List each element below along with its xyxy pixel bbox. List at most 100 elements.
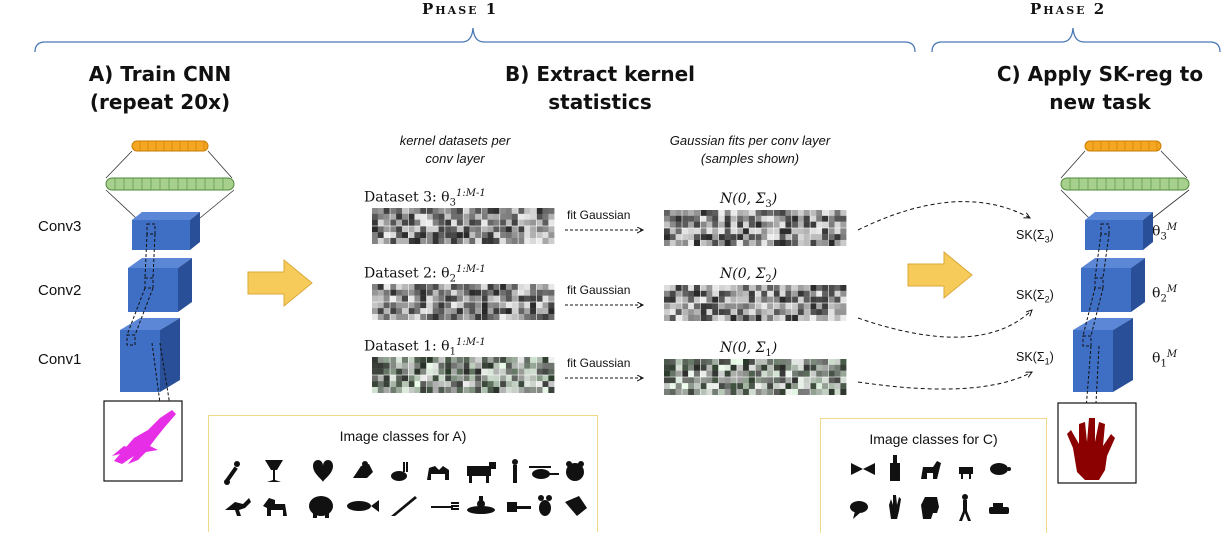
dog-icon	[263, 498, 287, 516]
kernel-patch	[390, 375, 408, 393]
kernel-patch	[500, 226, 518, 244]
kernel-patch	[700, 377, 719, 395]
kernel-patch	[372, 357, 390, 375]
cnn-diagram-c	[1057, 140, 1190, 484]
kernel-patch	[755, 377, 774, 395]
kernel-patch	[536, 226, 555, 244]
kernel-patch	[445, 284, 463, 302]
conv1-label: Conv1	[38, 351, 82, 368]
kernel-patch	[445, 226, 463, 244]
kernel-patch	[372, 302, 390, 320]
kernel-patch	[426, 357, 445, 375]
speech-bubble-icon	[850, 501, 868, 519]
kernel-patch	[481, 375, 500, 393]
kernel-patch	[390, 302, 408, 320]
kernel-patch	[773, 285, 792, 303]
cattle-icon	[959, 467, 973, 479]
kernel-patch	[463, 357, 482, 375]
gaussian-2-label: N(0, Σ2)	[720, 266, 778, 285]
kernel-grid-dataset-1	[372, 357, 556, 398]
theta-3-label: θ3M	[1152, 222, 1178, 243]
kernel-patch	[700, 359, 719, 377]
kernel-patch	[810, 303, 829, 321]
kernel-patch	[682, 285, 700, 303]
theta-2-label: θ2M	[1152, 284, 1178, 305]
kernel-patch	[718, 210, 737, 228]
gaussian-1-label: N(0, Σ1)	[720, 340, 778, 359]
kernel-patch	[372, 375, 390, 393]
kernel-patch	[828, 210, 847, 228]
kernel-patch	[773, 359, 792, 377]
kernel-patch	[518, 302, 537, 320]
sk-1-label: SK(Σ1)	[1016, 350, 1054, 367]
kernel-patch	[372, 284, 390, 302]
ufo-icon	[467, 496, 495, 514]
kernel-patch	[773, 228, 792, 246]
kernel-patch	[828, 303, 847, 321]
kernel-patch	[792, 377, 810, 395]
conv1-block-c	[1073, 318, 1133, 392]
output-layer-nodes-c	[1084, 140, 1162, 152]
kernel-patch	[737, 285, 755, 303]
kernel-patch	[445, 357, 463, 375]
kernel-patch	[463, 284, 482, 302]
conv3-block	[132, 212, 200, 250]
dense-layer-nodes-c	[1060, 177, 1190, 191]
kernel-patch	[810, 210, 829, 228]
kernel-patch	[390, 284, 408, 302]
figure-icon	[959, 494, 971, 521]
kernel-patch	[792, 285, 810, 303]
kernel-patch	[500, 375, 518, 393]
conv2-label: Conv2	[38, 282, 82, 299]
kernel-patch	[536, 208, 555, 226]
kernel-patch	[481, 208, 500, 226]
bowtie-icon	[851, 463, 875, 475]
kernel-patch	[426, 284, 445, 302]
kernel-patch	[718, 303, 737, 321]
kernel-patch	[737, 210, 755, 228]
kernel-patch	[792, 303, 810, 321]
fish-icon	[347, 500, 379, 512]
kernel-patch	[773, 210, 792, 228]
kernel-patch	[810, 377, 829, 395]
kernel-grid-gaussian-1	[664, 359, 848, 400]
kernel-patch	[481, 226, 500, 244]
image-classes-a-box: Image classes for A)	[208, 415, 598, 532]
kernel-patch	[682, 377, 700, 395]
kernel-patch	[536, 375, 555, 393]
gaussian-fits-heading: Gaussian fits per conv layer (samples sh…	[669, 133, 831, 166]
phase-1-label: Phase 1	[422, 0, 499, 18]
kernel-patch	[518, 284, 537, 302]
kernel-patch	[426, 375, 445, 393]
kernel-patch	[536, 284, 555, 302]
kernel-patch	[372, 226, 390, 244]
kernel-patch	[408, 284, 427, 302]
kernel-patch	[536, 357, 555, 375]
dataset-1-label: Dataset 1: θ11:M-1	[364, 337, 486, 358]
dinosaur-icon	[225, 498, 251, 516]
fit-arrows	[565, 220, 655, 390]
kernel-patch	[755, 303, 774, 321]
car-icon	[989, 503, 1009, 514]
kernel-patch	[718, 359, 737, 377]
phase-1-brace	[34, 27, 916, 53]
bird-icon	[353, 461, 373, 478]
kernel-patch	[828, 285, 847, 303]
dataset-3-label: Dataset 3: θ31:M-1	[364, 188, 486, 209]
rabbit-icon	[391, 462, 408, 481]
fork-icon	[431, 502, 459, 510]
kernel-patch	[500, 302, 518, 320]
kernel-patch	[426, 226, 445, 244]
arrow-a-to-b	[247, 258, 313, 308]
kernel-patch	[518, 357, 537, 375]
bone-icon	[224, 461, 240, 485]
kernel-patch	[372, 208, 390, 226]
section-b-title: B) Extract kernel statistics	[504, 62, 696, 114]
kernel-patch	[518, 208, 537, 226]
kernel-patch	[700, 303, 719, 321]
kernel-patch	[500, 208, 518, 226]
kernel-datasets-heading: kernel datasets per conv layer	[399, 133, 511, 166]
kernel-patch	[828, 228, 847, 246]
hammer-icon	[507, 502, 531, 512]
conv1-block	[120, 318, 180, 392]
